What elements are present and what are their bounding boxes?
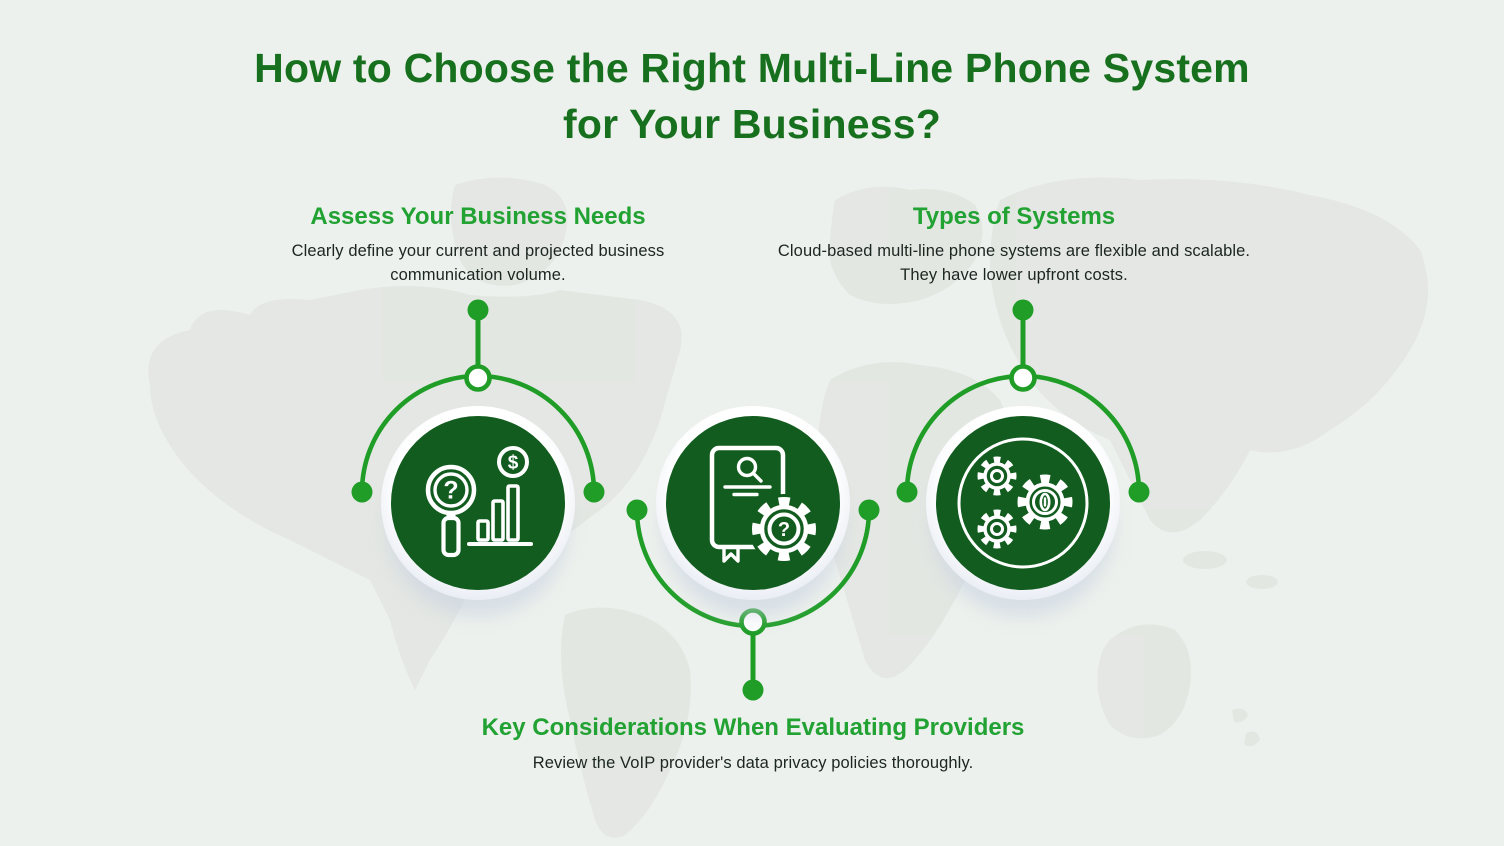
medallion-face — [666, 416, 840, 590]
page-title: How to Choose the Right Multi-Line Phone… — [0, 40, 1504, 152]
connector-dot-right — [1128, 481, 1150, 503]
magnifier-question-glyph: ? — [443, 477, 458, 505]
gear-body — [759, 504, 809, 554]
search-icon — [736, 456, 758, 478]
node-assess: ? $ — [351, 299, 605, 617]
gear-center-circle — [767, 512, 801, 546]
connector-dot-right — [583, 481, 605, 503]
medallion — [656, 406, 850, 617]
gears-enclosing-ring — [957, 437, 1089, 569]
three-gears-icon — [957, 437, 1089, 569]
page-title-line-2: for Your Business? — [563, 101, 941, 147]
step-heading-assess: Assess Your Business Needs — [310, 203, 646, 230]
gear-question-icon: ? — [749, 494, 819, 564]
page-title-line-1: How to Choose the Right Multi-Line Phone… — [254, 45, 1250, 91]
map-island — [1183, 551, 1227, 569]
step-description-key-considerations: Review the VoIP provider's data privacy … — [532, 754, 974, 772]
connector — [351, 299, 605, 503]
gear-question-glyph: ? — [778, 519, 790, 541]
connector-ring-node — [1009, 364, 1037, 392]
magnifier-neck — [446, 512, 456, 518]
map-asia — [990, 177, 1428, 533]
connector-dot-top — [1012, 299, 1034, 321]
map-greenland — [451, 177, 568, 286]
connector-dot-left — [351, 481, 373, 503]
search-icon-handle — [751, 471, 763, 483]
connector-dot-left — [626, 499, 648, 521]
step-heading-types: Types of Systems — [912, 203, 1116, 230]
map-south-america — [561, 607, 691, 838]
bookmark-ribbon — [722, 545, 740, 563]
map-island — [1246, 575, 1278, 589]
coin-ellipse — [1039, 492, 1051, 512]
document-search-gear-question-icon: ? — [709, 445, 819, 564]
bar-chart-icon — [467, 484, 533, 546]
small-gear-bottom-icon — [977, 509, 1017, 549]
node-types — [896, 299, 1150, 617]
dollar-coin-icon: $ — [497, 446, 529, 478]
map-europe — [829, 186, 983, 304]
connector-dot-left — [896, 481, 918, 503]
connector — [896, 299, 1150, 503]
magnifier-handle — [441, 515, 461, 558]
medallion — [381, 406, 575, 617]
connector-dot-top — [467, 299, 489, 321]
connector-ring-node — [464, 364, 492, 392]
medallion-face — [391, 416, 565, 590]
map-australia — [1097, 624, 1191, 739]
magnifier-bar-chart-dollar-icon: ? $ — [425, 446, 533, 558]
connector-dot-bottom — [742, 679, 764, 701]
step-heading-key-considerations: Key Considerations When Evaluating Provi… — [481, 714, 1025, 741]
node-key-considerations: ? — [626, 406, 880, 701]
map-new-zealand — [1232, 708, 1260, 747]
step-description-types: Cloud-based multi-line phone systems are… — [777, 242, 1251, 284]
large-gear-coin-icon — [1017, 474, 1073, 530]
magnifier-icon: ? — [425, 464, 477, 558]
gear-teeth — [752, 497, 816, 561]
connector-dot-right — [858, 499, 880, 521]
dollar-glyph: $ — [508, 453, 519, 474]
step-description-assess: Clearly define your current and projecte… — [291, 242, 665, 284]
small-gear-top-icon — [977, 456, 1017, 496]
